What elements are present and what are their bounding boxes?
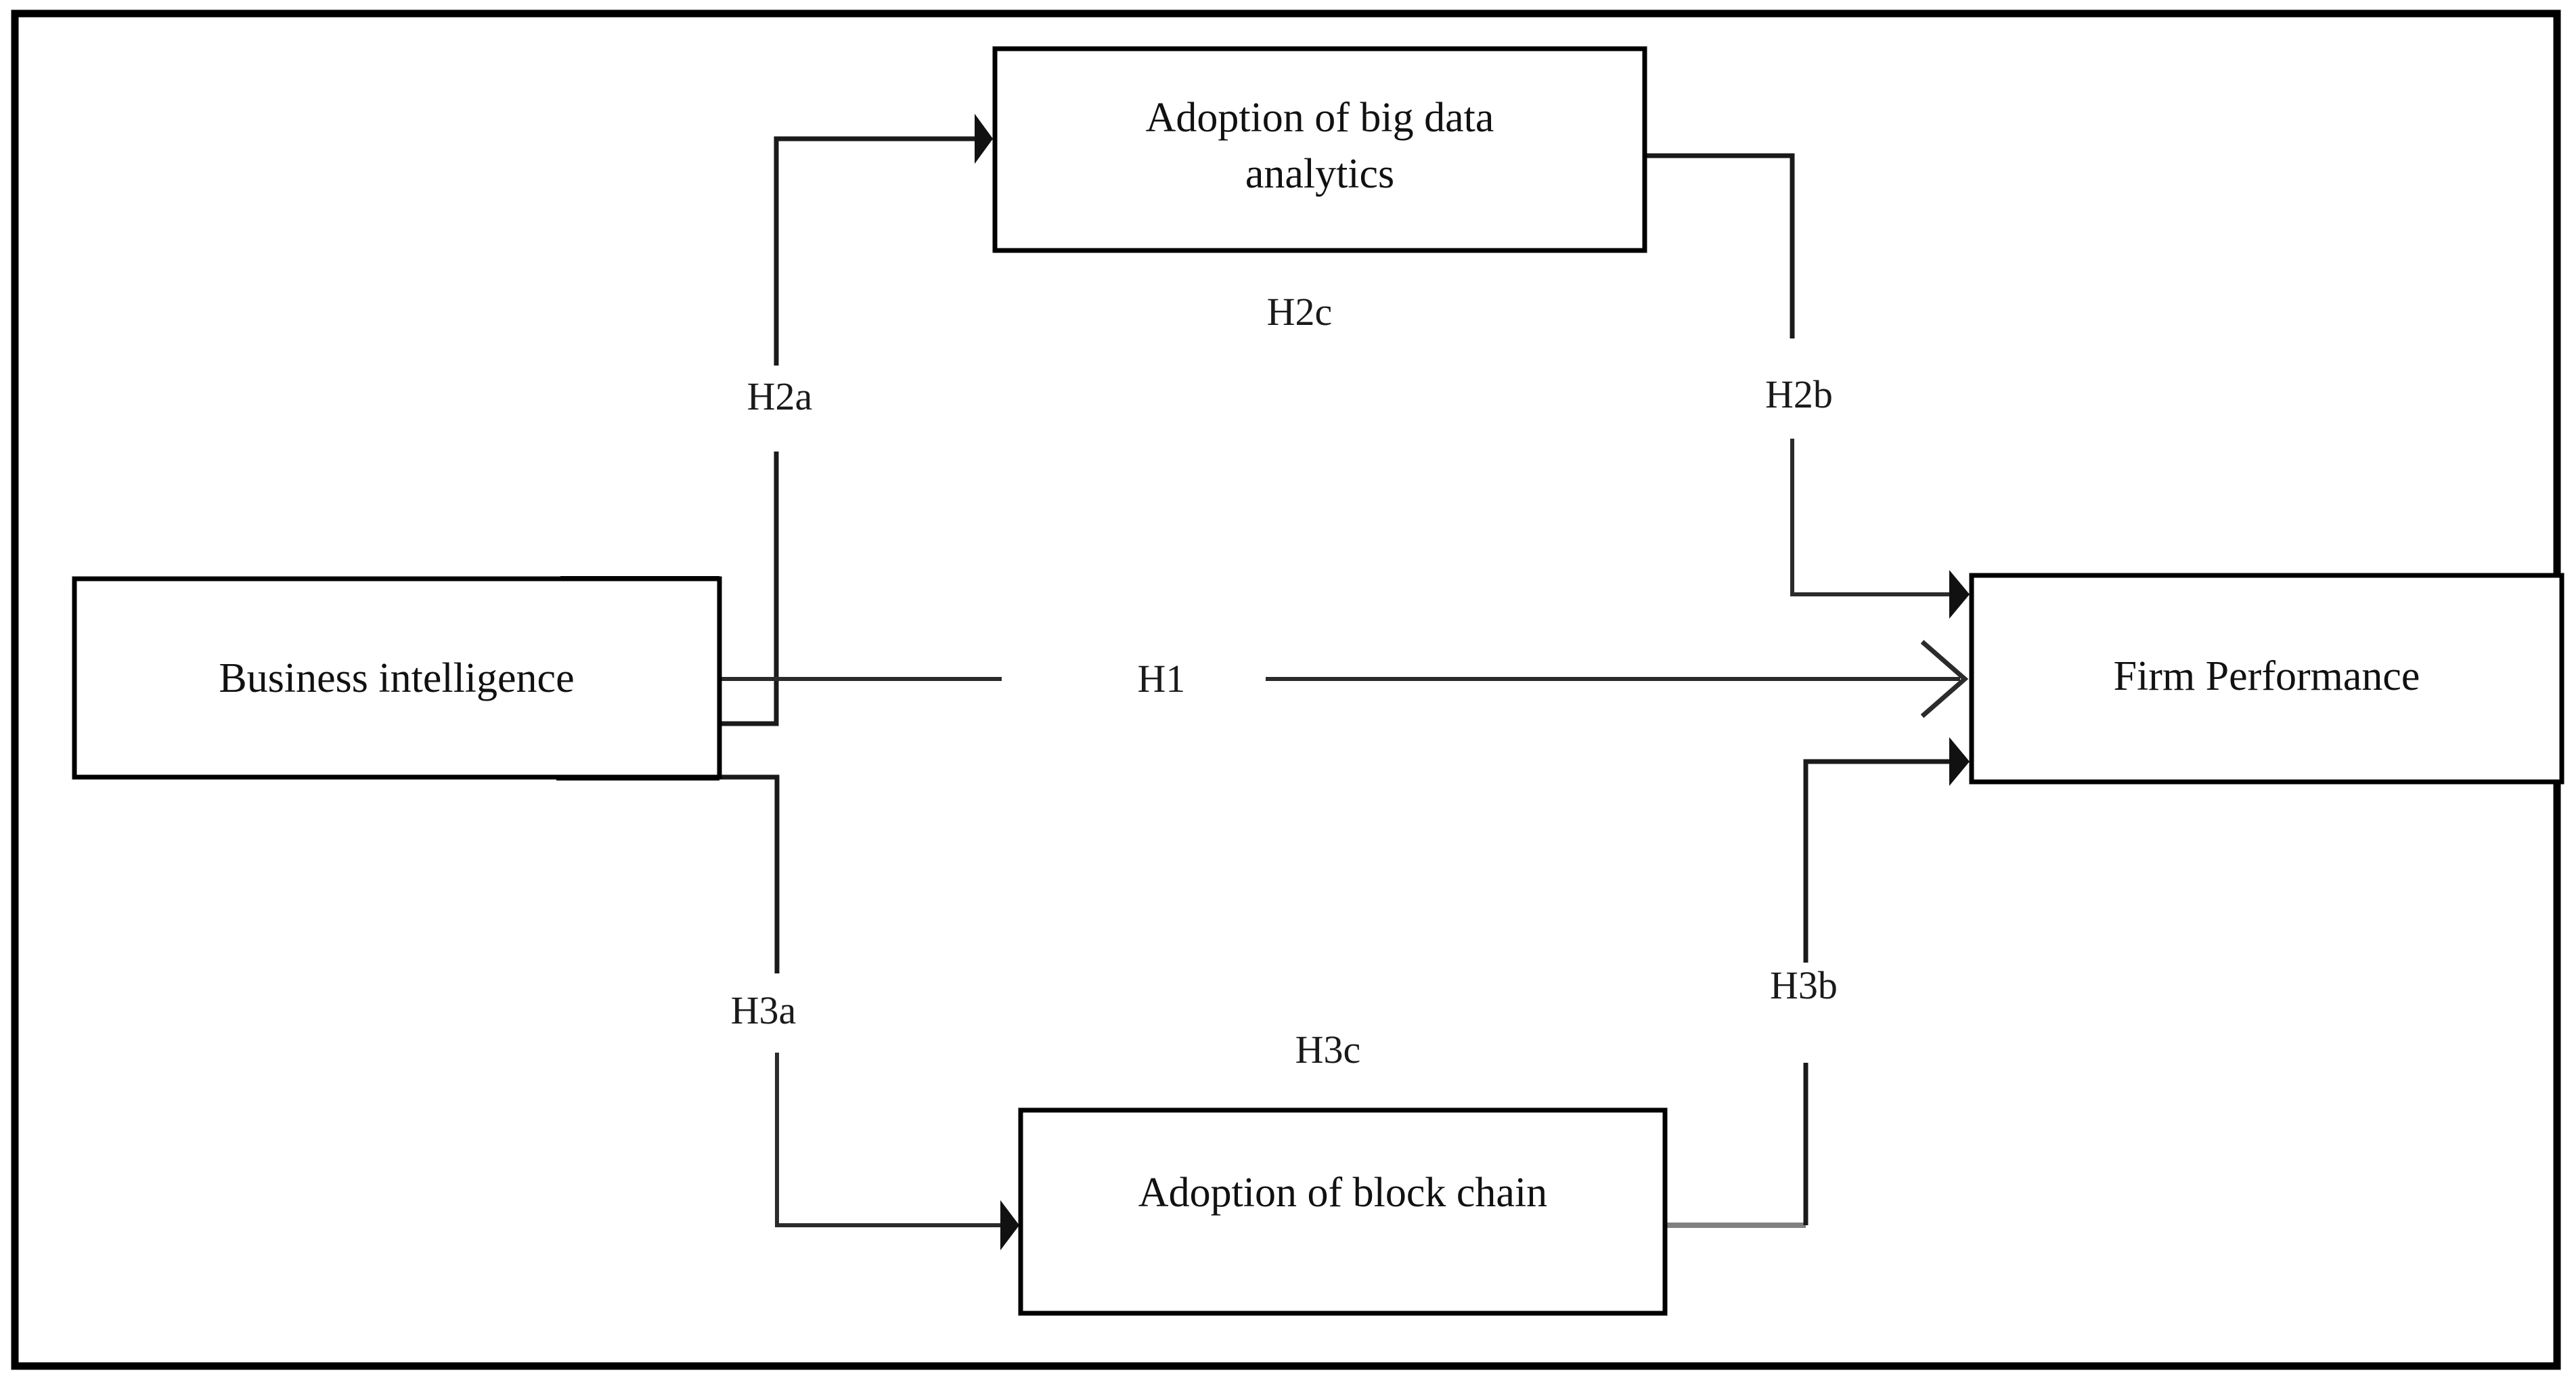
edge-h2a-arrowhead [975,114,993,164]
edge-label-h2a: H2a [747,374,813,418]
firm-performance-label: Firm Performance [2114,653,2420,699]
node-business-intelligence[interactable]: Business intelligence [72,576,722,780]
edge-h2a-upper-segment [774,136,975,366]
edge-h2b-lower-segment [1790,439,1949,596]
node-firm-performance[interactable]: Firm Performance [1969,573,2564,785]
adoption-big-data-analytics-label-line-2: analytics [1245,151,1394,197]
edge-h3a-arrowhead [1000,1200,1019,1250]
edge-h3b-arrowhead [1949,737,1970,786]
edge-h1 [719,640,1969,718]
edge-label-h1: H1 [1138,657,1186,701]
edge-h3b-upper-segment [1803,759,1949,963]
edge-h3a-upper-segment [719,774,780,973]
edge-label-h2b: H2b [1765,372,1833,416]
edge-h3a-lower-segment [775,1053,1000,1227]
edge-h2b [1645,153,1970,619]
edge-h3b [1666,737,1970,1228]
edge-label-h3c: H3c [1295,1028,1361,1072]
edge-h2b-upper-segment [1645,153,1795,338]
adoption-block-chain-box[interactable] [1018,1107,1668,1316]
firm-performance-box[interactable] [1969,573,2564,785]
edge-label-h2c: H2c [1267,290,1333,334]
node-adoption-block-chain[interactable]: Adoption of block chain [1018,1107,1668,1316]
business-intelligence-box[interactable] [72,576,722,780]
edge-h2a-lower-segment [719,452,779,726]
adoption-block-chain-label: Adoption of block chain [1138,1170,1547,1216]
adoption-big-data-analytics-box[interactable] [992,46,1647,253]
edge-label-h3b: H3b [1770,963,1838,1007]
edge-label-h3a: H3a [731,988,797,1032]
node-adoption-big-data-analytics[interactable]: Adoption of big data analytics [992,46,1647,253]
adoption-big-data-analytics-label-line-1: Adoption of big data [1146,95,1494,141]
business-intelligence-label: Business intelligence [219,655,574,701]
edge-h1-arrowhead [1920,640,1969,718]
edge-h2a [719,114,993,726]
edge-h3a [719,774,1019,1250]
edge-h2b-arrowhead [1949,570,1970,619]
